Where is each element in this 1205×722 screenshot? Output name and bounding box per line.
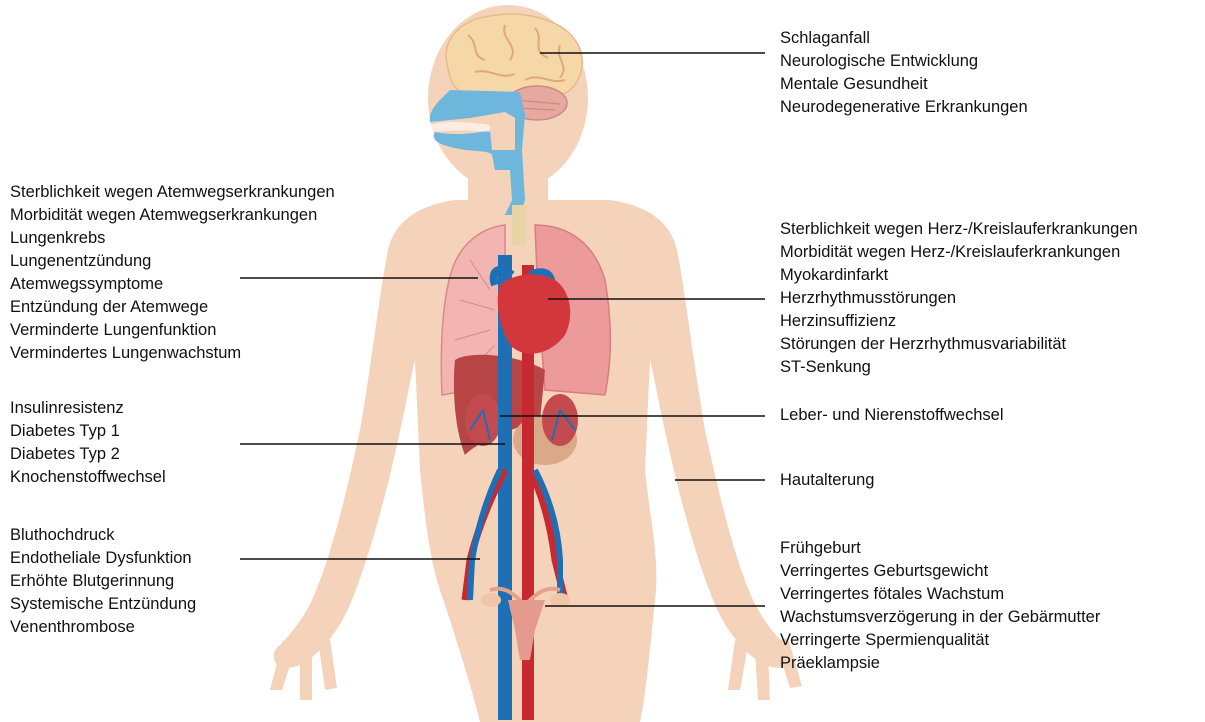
respiratory-effects-list: Sterblichkeit wegen Atemwegserkrankungen… bbox=[10, 181, 335, 365]
effect-label: Wachstumsverzögerung in der Gebärmutter bbox=[780, 606, 1100, 629]
effect-label: Diabetes Typ 2 bbox=[10, 443, 166, 466]
vascular-effects-list: Bluthochdruck Endotheliale Dysfunktion E… bbox=[10, 524, 196, 639]
effect-label: Diabetes Typ 1 bbox=[10, 420, 166, 443]
metabolic-effects-list: Insulinresistenz Diabetes Typ 1 Diabetes… bbox=[10, 397, 166, 489]
effect-label: Neurodegenerative Erkrankungen bbox=[780, 96, 1028, 119]
effect-label: Myokardinfarkt bbox=[780, 264, 1138, 287]
effect-label: Verringertes Geburtsgewicht bbox=[780, 560, 1100, 583]
effect-label: Morbidität wegen Herz-/Kreislauferkranku… bbox=[780, 241, 1138, 264]
effect-label: Morbidität wegen Atemwegserkrankungen bbox=[10, 204, 335, 227]
effect-label: Sterblichkeit wegen Atemwegserkrankungen bbox=[10, 181, 335, 204]
reproductive-effects-list: Frühgeburt Verringertes Geburtsgewicht V… bbox=[780, 537, 1100, 675]
effect-label: Präeklampsie bbox=[780, 652, 1100, 675]
effect-label: Verringertes fötales Wachstum bbox=[780, 583, 1100, 606]
liver-kidney-effects-list: Leber- und Nierenstoffwechsel bbox=[780, 404, 1004, 427]
effect-label: Herzrhythmusstörungen bbox=[780, 287, 1138, 310]
effect-label: Endotheliale Dysfunktion bbox=[10, 547, 196, 570]
effect-label: Knochenstoffwechsel bbox=[10, 466, 166, 489]
effect-label: Erhöhte Blutgerinnung bbox=[10, 570, 196, 593]
effect-label: Atemwegssymptome bbox=[10, 273, 335, 296]
brain-effects-list: Schlaganfall Neurologische Entwicklung M… bbox=[780, 27, 1028, 119]
effect-label: Sterblichkeit wegen Herz-/Kreislauferkra… bbox=[780, 218, 1138, 241]
effect-label: Venenthrombose bbox=[10, 616, 196, 639]
effect-label: Neurologische Entwicklung bbox=[780, 50, 1028, 73]
effect-label: Hautalterung bbox=[780, 469, 874, 492]
effect-label: Mentale Gesundheit bbox=[780, 73, 1028, 96]
effect-label: Verminderte Lungenfunktion bbox=[10, 319, 335, 342]
effect-label: Vermindertes Lungenwachstum bbox=[10, 342, 335, 365]
effect-label: Entzündung der Atemwege bbox=[10, 296, 335, 319]
cardiovascular-effects-list: Sterblichkeit wegen Herz-/Kreislauferkra… bbox=[780, 218, 1138, 379]
effect-label: Schlaganfall bbox=[780, 27, 1028, 50]
effect-label: Verringerte Spermienqualität bbox=[780, 629, 1100, 652]
skin-effects-list: Hautalterung bbox=[780, 469, 874, 492]
effect-label: Systemische Entzündung bbox=[10, 593, 196, 616]
effect-label: Herzinsuffizienz bbox=[780, 310, 1138, 333]
effect-label: Lungenentzündung bbox=[10, 250, 335, 273]
effect-label: ST-Senkung bbox=[780, 356, 1138, 379]
effect-label: Leber- und Nierenstoffwechsel bbox=[780, 404, 1004, 427]
effect-label: Bluthochdruck bbox=[10, 524, 196, 547]
effect-label: Lungenkrebs bbox=[10, 227, 335, 250]
effect-label: Frühgeburt bbox=[780, 537, 1100, 560]
effect-label: Störungen der Herzrhythmusvariabilität bbox=[780, 333, 1138, 356]
effect-label: Insulinresistenz bbox=[10, 397, 166, 420]
